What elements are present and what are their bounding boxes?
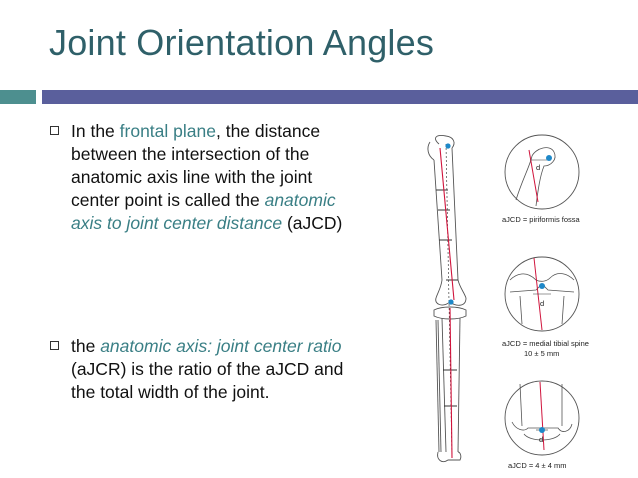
hip-center-marker	[445, 143, 451, 149]
svg-text:d: d	[539, 435, 543, 444]
svg-text:10 ± 5 mm: 10 ± 5 mm	[524, 349, 559, 358]
femur-anatomic-axis-line	[439, 147, 455, 301]
title-rule	[42, 90, 638, 104]
bullet-square-icon	[50, 341, 59, 350]
bullet-text-1: In the frontal plane, the distance betwe…	[71, 121, 343, 233]
knee-detail-inset: d aJCD = medial tibial spine 10 ± 5 mm	[502, 256, 589, 358]
knee-center-marker	[448, 299, 454, 305]
svg-text:d: d	[540, 299, 544, 308]
bullet-text-2: the anatomic axis: joint center ratio (a…	[71, 336, 344, 402]
slide-title: Joint Orientation Angles	[49, 22, 435, 63]
tibia-anatomic-axis-line	[449, 307, 453, 459]
title-rule-accent	[0, 90, 36, 104]
svg-text:d: d	[536, 163, 540, 172]
svg-text:aJCD = piriformis fossa: aJCD = piriformis fossa	[502, 215, 581, 224]
leg-axis-figure: d aJCD = piriformis fossa d aJCD = media…	[427, 134, 589, 470]
hip-detail-inset: d aJCD = piriformis fossa	[502, 134, 581, 224]
ankle-detail-inset: d aJCD = 4 ± 4 mm	[504, 380, 580, 470]
mechanical-axis-line	[445, 143, 453, 461]
bullet-square-icon	[50, 126, 59, 135]
svg-text:aJCD = medial tibial spine: aJCD = medial tibial spine	[502, 339, 589, 348]
svg-text:aJCD = 4 ± 4 mm: aJCD = 4 ± 4 mm	[508, 461, 567, 470]
